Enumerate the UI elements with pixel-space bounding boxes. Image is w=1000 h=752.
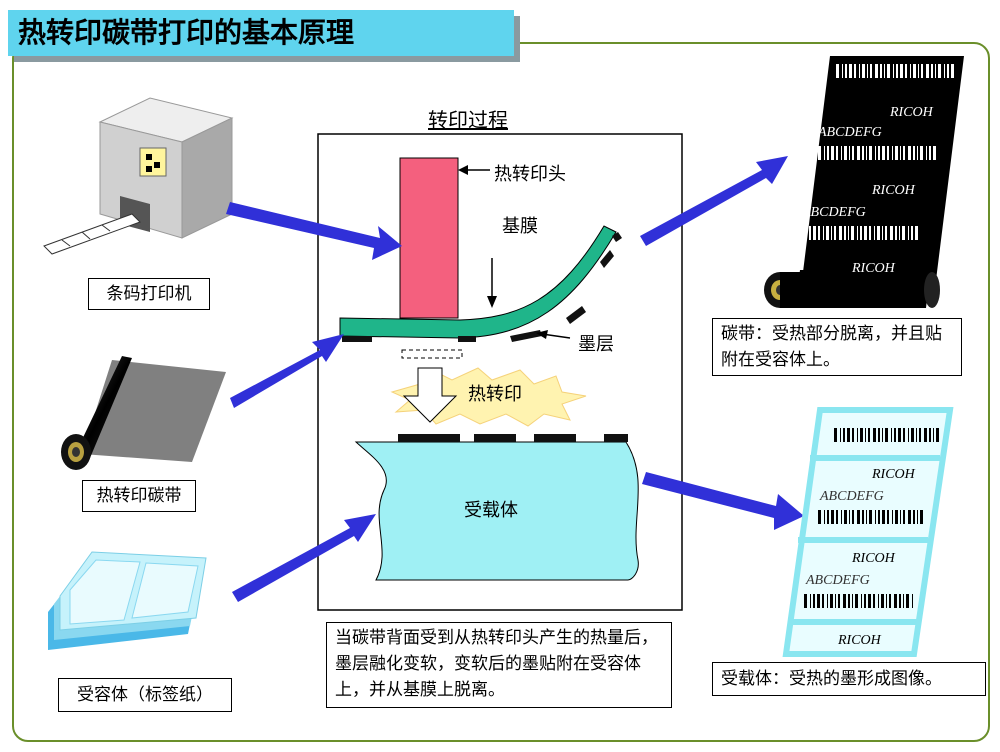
down-arrow — [402, 367, 458, 423]
barcode-printer-illustration — [43, 97, 234, 255]
ribbon-brand-1: RICOH — [889, 105, 934, 120]
ribbon-result-description: 碳带：受热部分脱离，并且贴附在受容体上。 — [712, 318, 962, 376]
receiver-result-description: 受载体：受热的墨形成图像。 — [712, 662, 986, 696]
ribbon-label: 热转印碳带 — [82, 480, 196, 512]
process-title: 转印过程 — [428, 108, 508, 132]
labels-label: 受容体（标签纸） — [58, 678, 232, 712]
ribbon-roll-illustration — [61, 356, 226, 470]
label-letters-1: ABCDEFG — [819, 489, 884, 504]
label-stack-illustration — [48, 551, 207, 650]
label-brand-1: RICOH — [871, 467, 916, 482]
printed-label-sheet — [782, 407, 954, 657]
heat-transfer-label: 热转印 — [468, 384, 522, 405]
label-letters-2: ABCDEFG — [805, 573, 870, 588]
label-brand-3: RICOH — [837, 633, 882, 648]
flow-arrows — [226, 156, 804, 602]
page-title: 热转印碳带打印的基本原理 — [8, 10, 514, 56]
receiver-substrate — [354, 441, 639, 581]
base-film — [339, 225, 617, 339]
ink-layer — [342, 232, 622, 342]
ribbon-brand-2: RICOH — [871, 183, 916, 198]
label-barcodes — [804, 428, 939, 608]
process-description: 当碳带背面受到从热转印头产生的热量后，墨层融化变软，变软后的墨贴附在受容体上，并… — [326, 622, 672, 708]
print-head — [399, 157, 459, 319]
receiver-label: 受载体 — [464, 500, 518, 521]
label-brand-2: RICOH — [851, 551, 896, 566]
ribbon-brand-3: RICOH — [851, 261, 896, 276]
ribbon-gap-text: RICOH ABCDEFG RICOH ABCDEFG RICOH — [801, 105, 934, 276]
print-head-label: 热转印头 — [494, 164, 566, 185]
printer-label: 条码打印机 — [88, 278, 210, 310]
ribbon-letters-1: ABCDEFG — [817, 125, 882, 140]
label-text: RICOH ABCDEFG RICOH ABCDEFG RICOH — [805, 467, 916, 648]
base-film-label: 基膜 — [502, 216, 538, 237]
transferred-ink — [398, 434, 628, 442]
ink-layer-label: 墨层 — [578, 334, 614, 355]
ribbon-letters-2: ABCDEFG — [801, 205, 866, 220]
ribbon-barcode-gaps — [800, 64, 954, 240]
